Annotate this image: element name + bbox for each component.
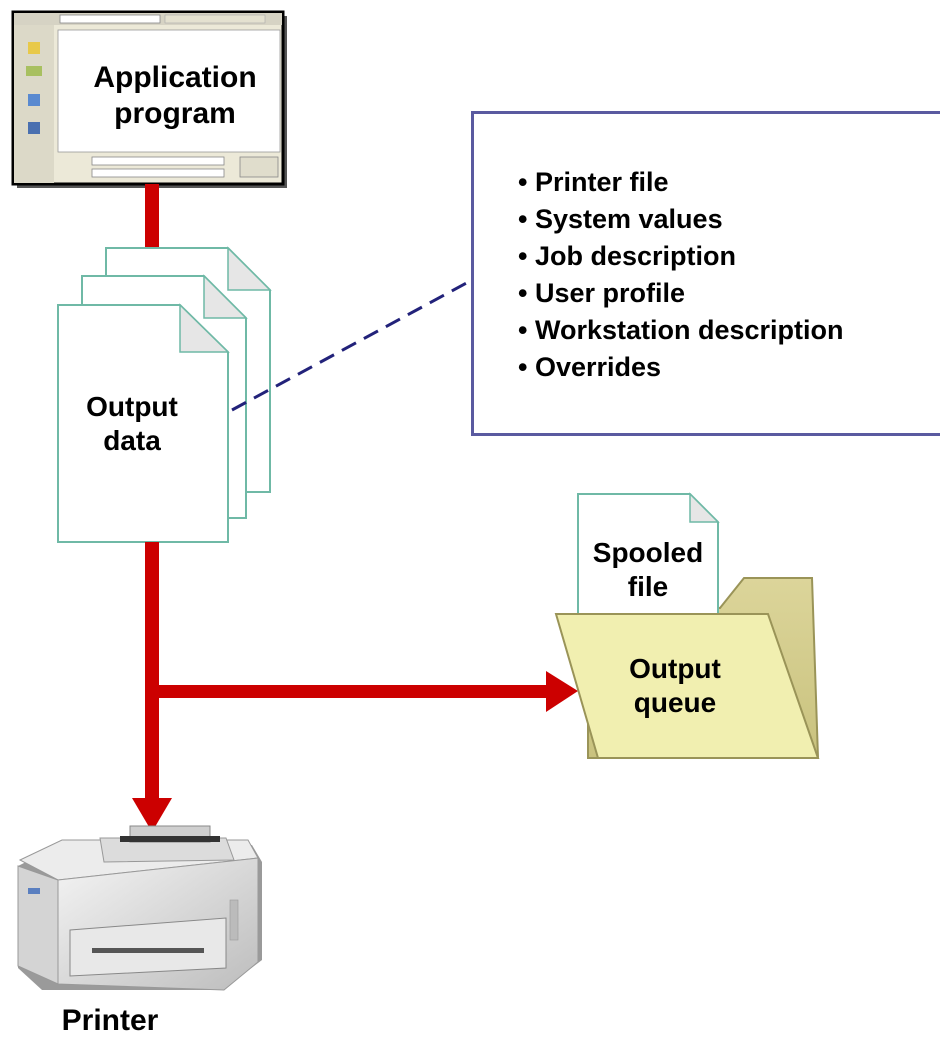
dashed-connector [231,278,473,412]
source-item-user-profile: User profile [518,275,844,312]
printer-label: Printer [61,1004,159,1037]
output-sources-box: Printer file System values Job descripti… [471,111,940,436]
source-item-system-values: System values [518,201,844,238]
printer-icon [17,825,262,991]
source-item-printer-file: Printer file [518,164,844,201]
source-item-overrides: Overrides [518,349,844,386]
output-sources-list: Printer file System values Job descripti… [518,164,844,386]
application-window [11,10,287,188]
source-item-job-description: Job description [518,238,844,275]
arrow-data-to-destinations [132,542,578,832]
source-item-workstation-description: Workstation description [518,312,844,349]
output-queue-folder [554,492,820,759]
output-data-pages [57,246,272,543]
